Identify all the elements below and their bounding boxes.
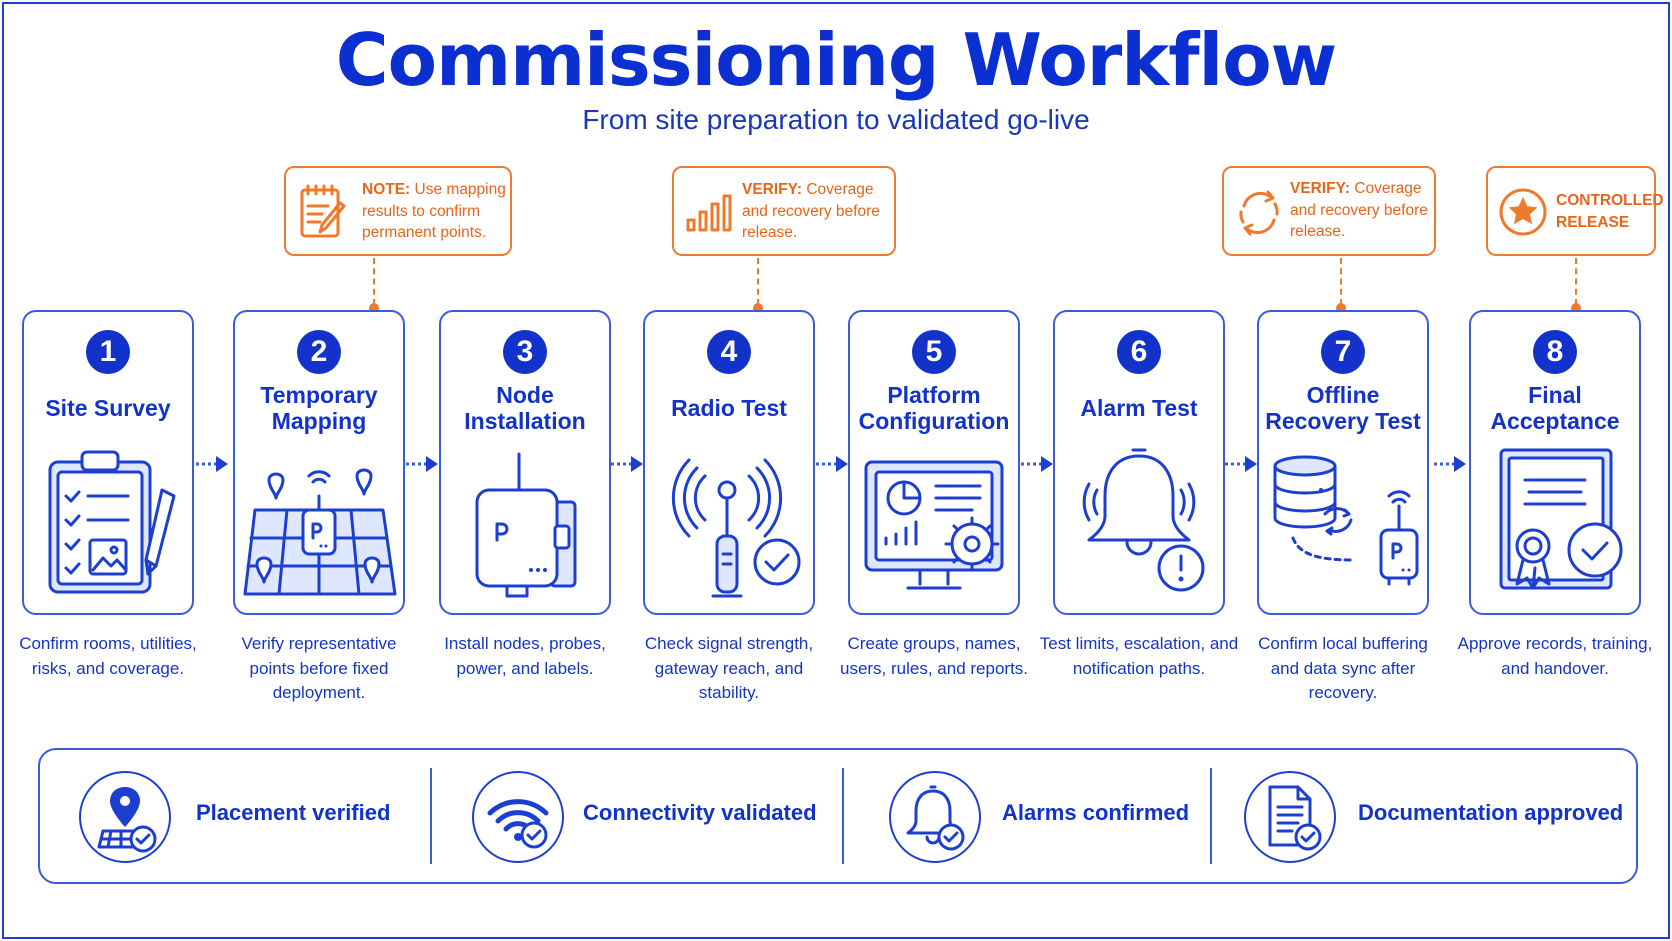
step-title: Node Installation bbox=[464, 382, 586, 434]
database-sync-icon bbox=[1273, 455, 1419, 586]
step-description: Create groups, names, users, rules, and … bbox=[839, 634, 1029, 678]
footer-label: Documentation approved bbox=[1358, 800, 1624, 825]
flow-arrow bbox=[1225, 456, 1257, 472]
clipboard-checklist-icon bbox=[48, 450, 176, 594]
step-title: Site Survey bbox=[45, 395, 171, 421]
note-anchor-dot bbox=[1571, 303, 1581, 313]
step-title: Final Acceptance bbox=[1490, 382, 1620, 434]
step-card-alarm-test[interactable]: 6 Alarm Test bbox=[1053, 310, 1225, 615]
step-card-node-installation[interactable]: 3 Node Installation bbox=[439, 310, 611, 615]
step-description: Approve records, training, and handover. bbox=[1457, 634, 1653, 678]
summary-footer bbox=[38, 748, 1638, 884]
step-number-badge: 1 bbox=[86, 330, 130, 374]
flow-arrow bbox=[196, 456, 228, 472]
footer-label: Placement verified bbox=[196, 800, 391, 825]
bell-check-icon bbox=[889, 771, 981, 863]
note-connector bbox=[1340, 258, 1342, 305]
step-number-badge: 7 bbox=[1321, 330, 1365, 374]
step-title: Temporary Mapping bbox=[260, 382, 378, 434]
refresh-cycle-icon bbox=[1239, 190, 1279, 236]
step-description: Verify representative points before fixe… bbox=[241, 634, 397, 702]
step-card-radio-test[interactable]: 4 Radio Test bbox=[643, 310, 815, 615]
sensor-node-icon bbox=[475, 452, 577, 598]
flow-arrow bbox=[611, 456, 643, 472]
step-title: Offline Recovery Test bbox=[1265, 382, 1421, 434]
step-description: Confirm rooms, utilities, risks, and cov… bbox=[19, 634, 197, 678]
step-number-badge: 2 bbox=[297, 330, 341, 374]
step-number-badge: 3 bbox=[503, 330, 547, 374]
step-number-badge: 4 bbox=[707, 330, 751, 374]
step-description: Check signal strength, gateway reach, an… bbox=[644, 634, 814, 702]
step-description: Test limits, escalation, and notificatio… bbox=[1039, 634, 1239, 678]
page-subtitle: From site preparation to validated go-li… bbox=[582, 104, 1090, 135]
flow-arrow bbox=[1021, 456, 1053, 472]
certificate-check-icon bbox=[1499, 448, 1623, 590]
notepad-pencil-icon bbox=[300, 184, 346, 238]
step-number-badge: 5 bbox=[912, 330, 956, 374]
flow-arrow bbox=[406, 456, 438, 472]
note-anchor-dot bbox=[369, 303, 379, 313]
step-title: Platform Configuration bbox=[858, 382, 1010, 434]
note-connector bbox=[1575, 258, 1577, 305]
location-pin-check-icon bbox=[79, 771, 171, 863]
footer-divider bbox=[1210, 768, 1212, 864]
step-number-badge: 8 bbox=[1533, 330, 1577, 374]
step-card-platform-configuration[interactable]: 5 Platform Configuration bbox=[848, 310, 1020, 615]
star-badge-icon bbox=[1499, 188, 1547, 236]
note-connector bbox=[373, 258, 375, 305]
bell-alert-icon bbox=[1082, 448, 1205, 592]
step-card-site-survey[interactable]: 1 Site Survey bbox=[22, 310, 194, 615]
monitor-gear-icon bbox=[864, 460, 1004, 590]
step-title: Radio Test bbox=[671, 395, 787, 421]
footer-divider bbox=[430, 768, 432, 864]
step-title: Alarm Test bbox=[1080, 395, 1198, 421]
note-connector bbox=[757, 258, 759, 305]
step-card-temporary-mapping[interactable]: 2 Temporary Mapping bbox=[233, 310, 405, 615]
flow-arrow bbox=[816, 456, 848, 472]
page-title: Commissioning Workflow bbox=[335, 18, 1337, 102]
signal-bars-icon bbox=[686, 194, 732, 232]
step-description: Confirm local buffering and data sync af… bbox=[1258, 634, 1428, 702]
footer-divider bbox=[842, 768, 844, 864]
step-card-offline-recovery-test[interactable]: 7 Offline Recovery Test bbox=[1257, 310, 1429, 615]
map-pins-icon bbox=[243, 468, 397, 596]
wifi-check-icon bbox=[472, 771, 564, 863]
step-card-final-acceptance[interactable]: 8 Final Acceptance bbox=[1469, 310, 1641, 615]
flow-arrow bbox=[1434, 456, 1466, 472]
step-description: Install nodes, probes, power, and labels… bbox=[444, 634, 606, 678]
footer-label: Connectivity validated bbox=[583, 800, 817, 825]
document-check-icon bbox=[1244, 771, 1336, 863]
note-anchor-dot bbox=[753, 303, 763, 313]
step-number-badge: 6 bbox=[1117, 330, 1161, 374]
footer-label: Alarms confirmed bbox=[1002, 800, 1190, 825]
note-anchor-dot bbox=[1336, 303, 1346, 313]
antenna-check-icon bbox=[671, 458, 801, 598]
